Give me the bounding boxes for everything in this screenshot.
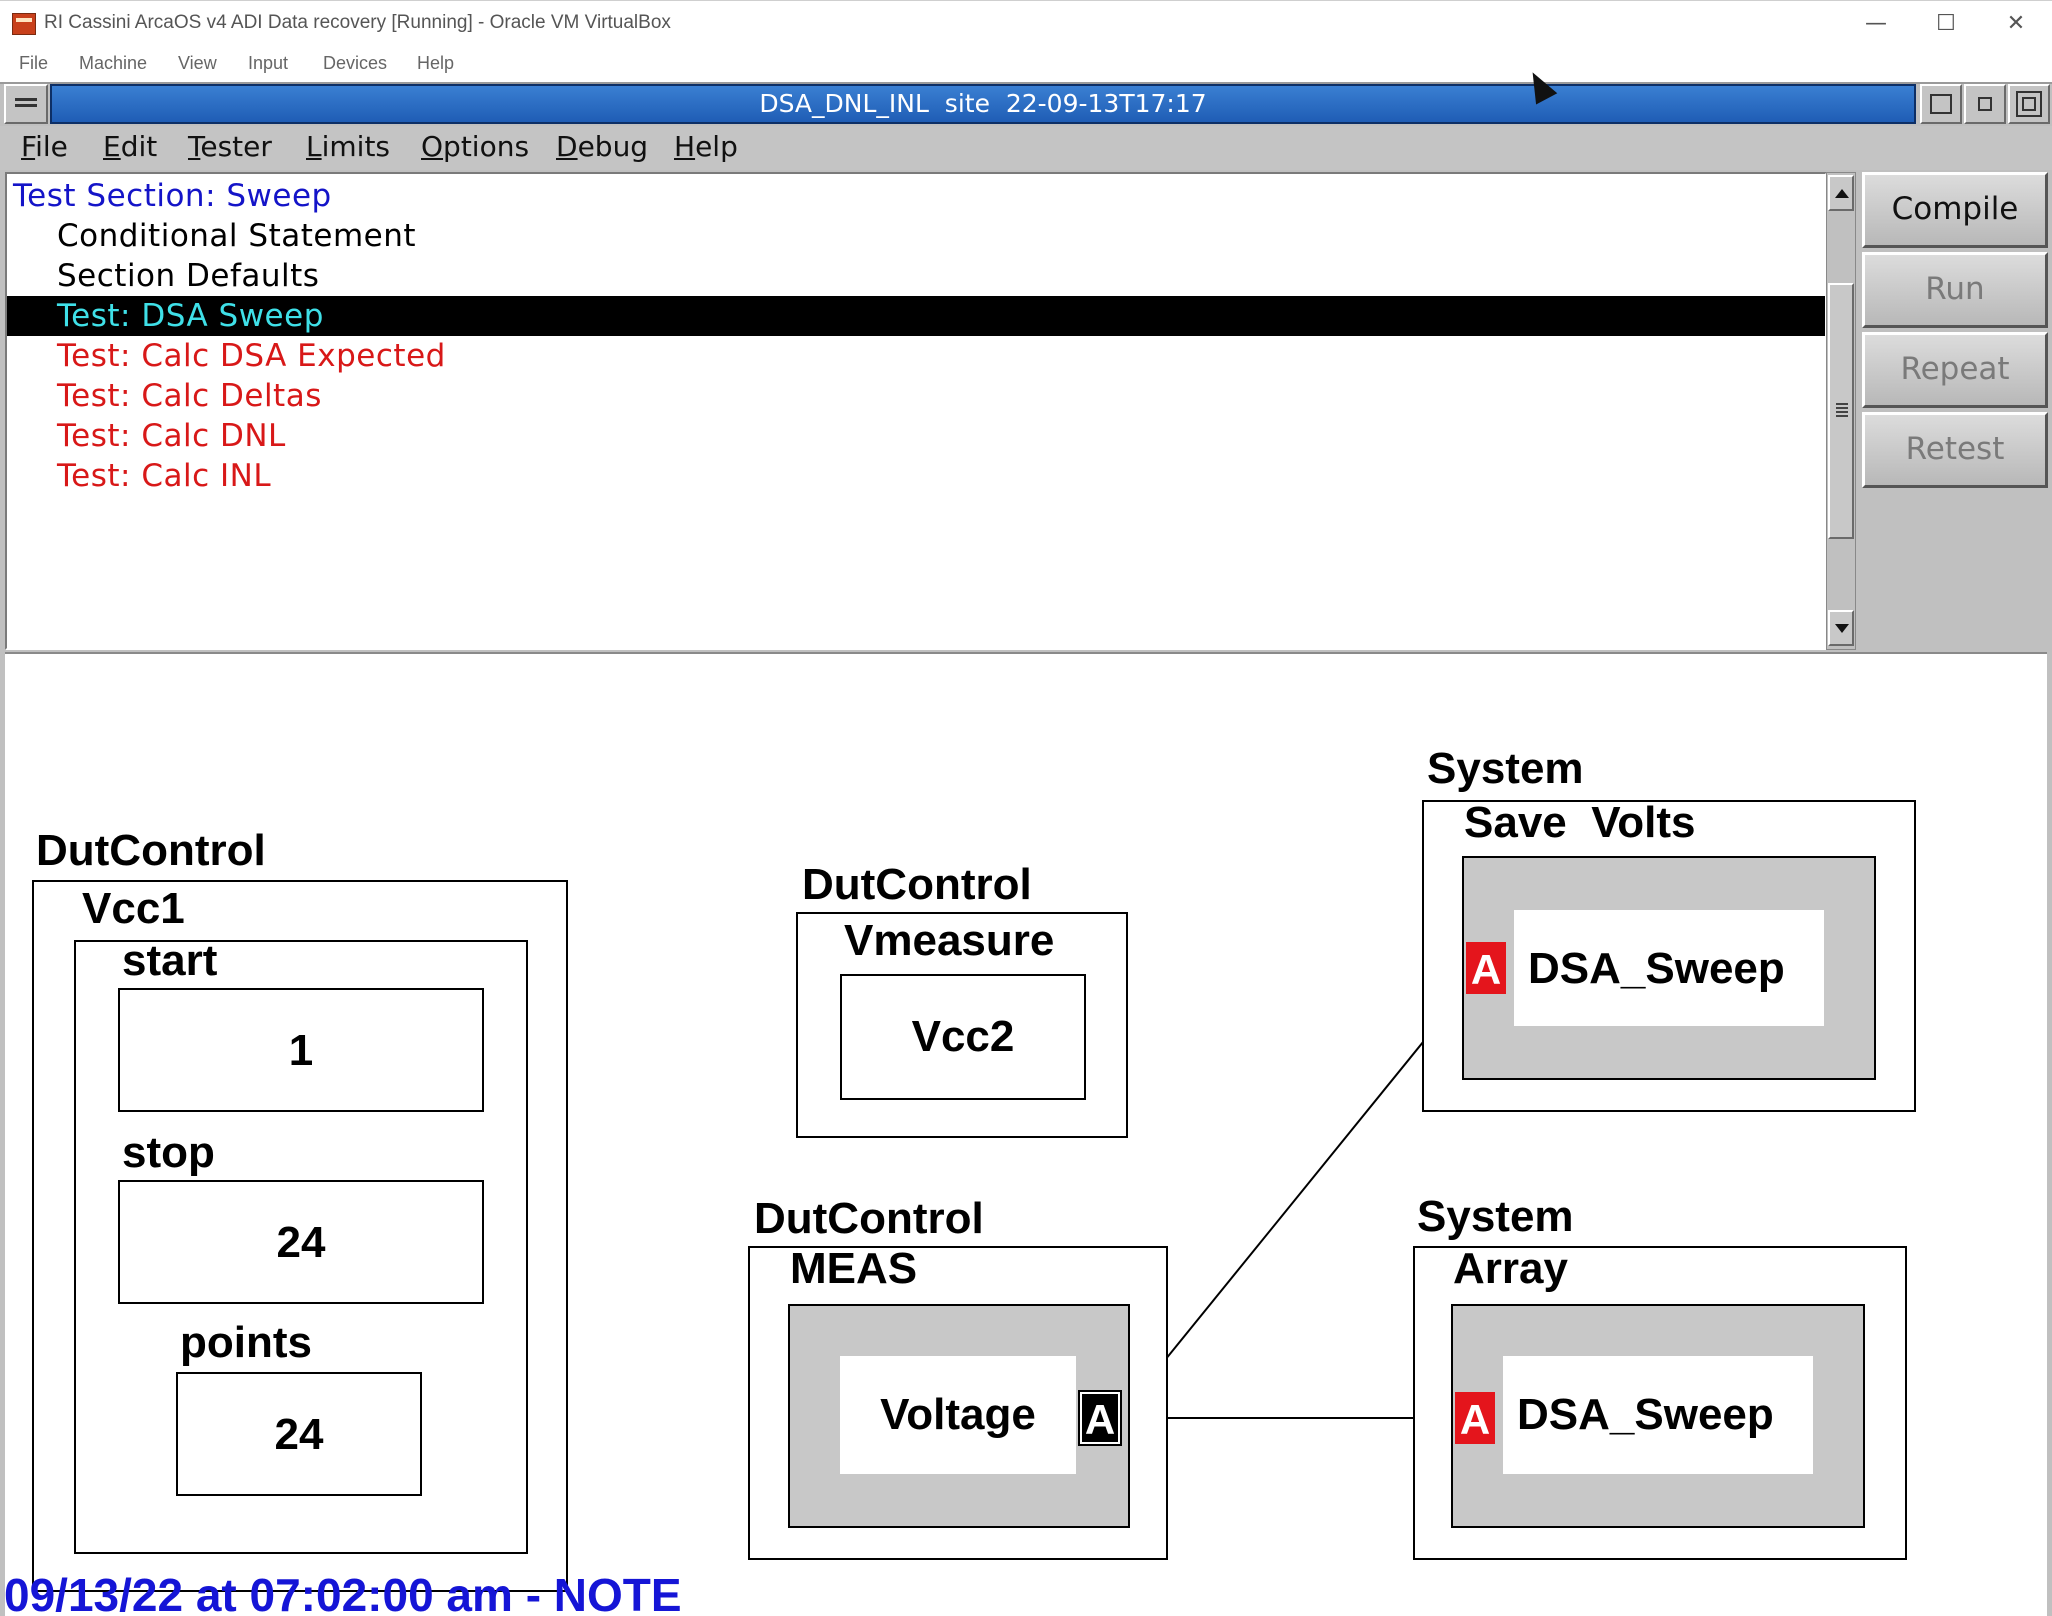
save-volts-name-label: Save Volts [1464, 798, 1696, 847]
menu-file[interactable]: File [21, 130, 68, 163]
menu-edit[interactable]: Edit [103, 130, 158, 163]
virtualbox-app-icon [12, 13, 36, 35]
points-value: 24 [274, 1410, 324, 1459]
save-volts-input-port[interactable]: A [1466, 942, 1506, 994]
close-icon[interactable]: ✕ [2006, 11, 2026, 36]
repeat-button[interactable]: Repeat [1862, 332, 2048, 408]
vmeasure-name-label: Vmeasure [844, 916, 1055, 965]
points-value-field[interactable]: 24 [176, 1372, 422, 1496]
test-list-item-calc-dnl[interactable]: Test: Calc DNL [57, 418, 286, 454]
array-name-label: Array [1453, 1244, 1568, 1293]
vmeasure-category-label: DutControl [802, 860, 1032, 909]
scrollbar-thumb[interactable] [1828, 283, 1854, 539]
vcc1-name-label: Vcc1 [82, 884, 185, 933]
meas-output-panel: Voltage A [788, 1304, 1130, 1528]
vbox-menubar: File Machine View Input Devices Help [0, 48, 2052, 82]
application-menubar: File Edit Tester Limits Options Debug He… [0, 126, 2052, 170]
save-volts-value-field[interactable]: DSA_Sweep [1514, 910, 1824, 1026]
restore-window-icon[interactable] [1964, 84, 2006, 124]
menu-help[interactable]: Help [674, 130, 738, 163]
vbox-menu-machine[interactable]: Machine [79, 53, 148, 73]
meas-output-port[interactable]: A [1078, 1390, 1122, 1446]
meas-block[interactable]: MEAS Voltage A [748, 1244, 1168, 1560]
test-list[interactable]: Test Section: Sweep Conditional Statemen… [5, 172, 1827, 650]
menu-debug[interactable]: Debug [556, 130, 649, 163]
vbox-window-title: RI Cassini ArcaOS v4 ADI Data recovery [… [44, 12, 671, 33]
status-note: 09/13/22 at 07:02:00 am - NOTE [4, 1569, 682, 1616]
test-diagram-canvas[interactable]: DutControl Vcc1 start 1 stop 24 points 2… [5, 652, 2047, 1616]
system-menu-icon[interactable] [4, 84, 48, 124]
minimize-icon[interactable]: — [1865, 11, 1887, 36]
stop-label: stop [122, 1128, 215, 1177]
meas-value-field[interactable]: Voltage [840, 1356, 1076, 1474]
menu-options[interactable]: Options [421, 130, 530, 163]
vbox-menu-help[interactable]: Help [417, 53, 455, 73]
points-label: points [180, 1318, 312, 1367]
vmeasure-block[interactable]: Vmeasure Vcc2 [796, 912, 1128, 1138]
array-block[interactable]: Array DSA_Sweep A [1413, 1244, 1907, 1560]
stop-value-field[interactable]: 24 [118, 1180, 484, 1304]
test-list-item-calc-inl[interactable]: Test: Calc INL [57, 458, 272, 494]
menu-limits[interactable]: Limits [306, 130, 391, 163]
vmeasure-value-field[interactable]: Vcc2 [840, 974, 1086, 1100]
vcc1-block[interactable]: Vcc1 start 1 stop 24 points 24 [32, 880, 568, 1592]
vbox-titlebar: RI Cassini ArcaOS v4 ADI Data recovery [… [0, 0, 2052, 48]
run-button[interactable]: Run [1862, 252, 2048, 328]
scroll-up-arrow-icon[interactable] [1828, 175, 1854, 211]
maximize-window-icon[interactable] [2008, 84, 2050, 124]
test-list-item-calc-deltas[interactable]: Test: Calc Deltas [57, 378, 322, 414]
vmeasure-value: Vcc2 [911, 1012, 1015, 1061]
meas-value: Voltage [880, 1390, 1036, 1439]
array-input-port[interactable]: A [1455, 1392, 1495, 1444]
hide-window-icon[interactable] [1920, 84, 1962, 124]
vbox-menu-input[interactable]: Input [248, 53, 289, 73]
wire-meas-to-save-volts [1117, 993, 1463, 1419]
start-value-field[interactable]: 1 [118, 988, 484, 1112]
guest-window-title: DSA_DNL_INL site 22-09-13T17:17 [759, 89, 1207, 118]
start-label: start [122, 936, 218, 985]
save-volts-category-label: System [1427, 744, 1584, 793]
array-input-panel: DSA_Sweep A [1451, 1304, 1865, 1528]
start-value: 1 [288, 1026, 314, 1075]
test-list-item-defaults[interactable]: Section Defaults [57, 258, 320, 294]
test-list-scrollbar[interactable] [1826, 172, 1856, 650]
menu-tester[interactable]: Tester [188, 130, 272, 163]
scroll-down-arrow-icon[interactable] [1828, 610, 1854, 646]
guest-titlebar[interactable]: DSA_DNL_INL site 22-09-13T17:17 [50, 84, 1916, 124]
array-value-field[interactable]: DSA_Sweep [1503, 1356, 1813, 1474]
array-value: DSA_Sweep [1517, 1390, 1774, 1439]
save-volts-block[interactable]: Save Volts DSA_Sweep A [1422, 798, 1916, 1112]
vbox-menu-devices[interactable]: Devices [323, 53, 388, 73]
maximize-icon[interactable]: ☐ [1936, 11, 1956, 36]
retest-button[interactable]: Retest [1862, 412, 2048, 488]
connection-wires [1117, 993, 1463, 1419]
vcc1-category-label: DutControl [36, 826, 266, 875]
vcc1-params-panel: start 1 stop 24 points 24 [74, 936, 528, 1554]
test-list-item-calc-expected[interactable]: Test: Calc DSA Expected [57, 338, 446, 374]
test-list-item-conditional[interactable]: Conditional Statement [57, 218, 417, 254]
save-volts-input-panel: DSA_Sweep A [1462, 856, 1876, 1080]
vbox-menu-file[interactable]: File [19, 53, 49, 73]
vbox-menu-view[interactable]: View [178, 53, 217, 73]
array-category-label: System [1417, 1192, 1574, 1241]
stop-value: 24 [276, 1218, 326, 1267]
compile-button[interactable]: Compile [1862, 172, 2048, 248]
test-list-item-dsa-sweep[interactable]: Test: DSA Sweep [7, 296, 1825, 336]
save-volts-value: DSA_Sweep [1528, 944, 1785, 993]
meas-name-label: MEAS [790, 1244, 918, 1293]
test-list-item-section[interactable]: Test Section: Sweep [13, 178, 332, 214]
meas-category-label: DutControl [754, 1194, 984, 1243]
